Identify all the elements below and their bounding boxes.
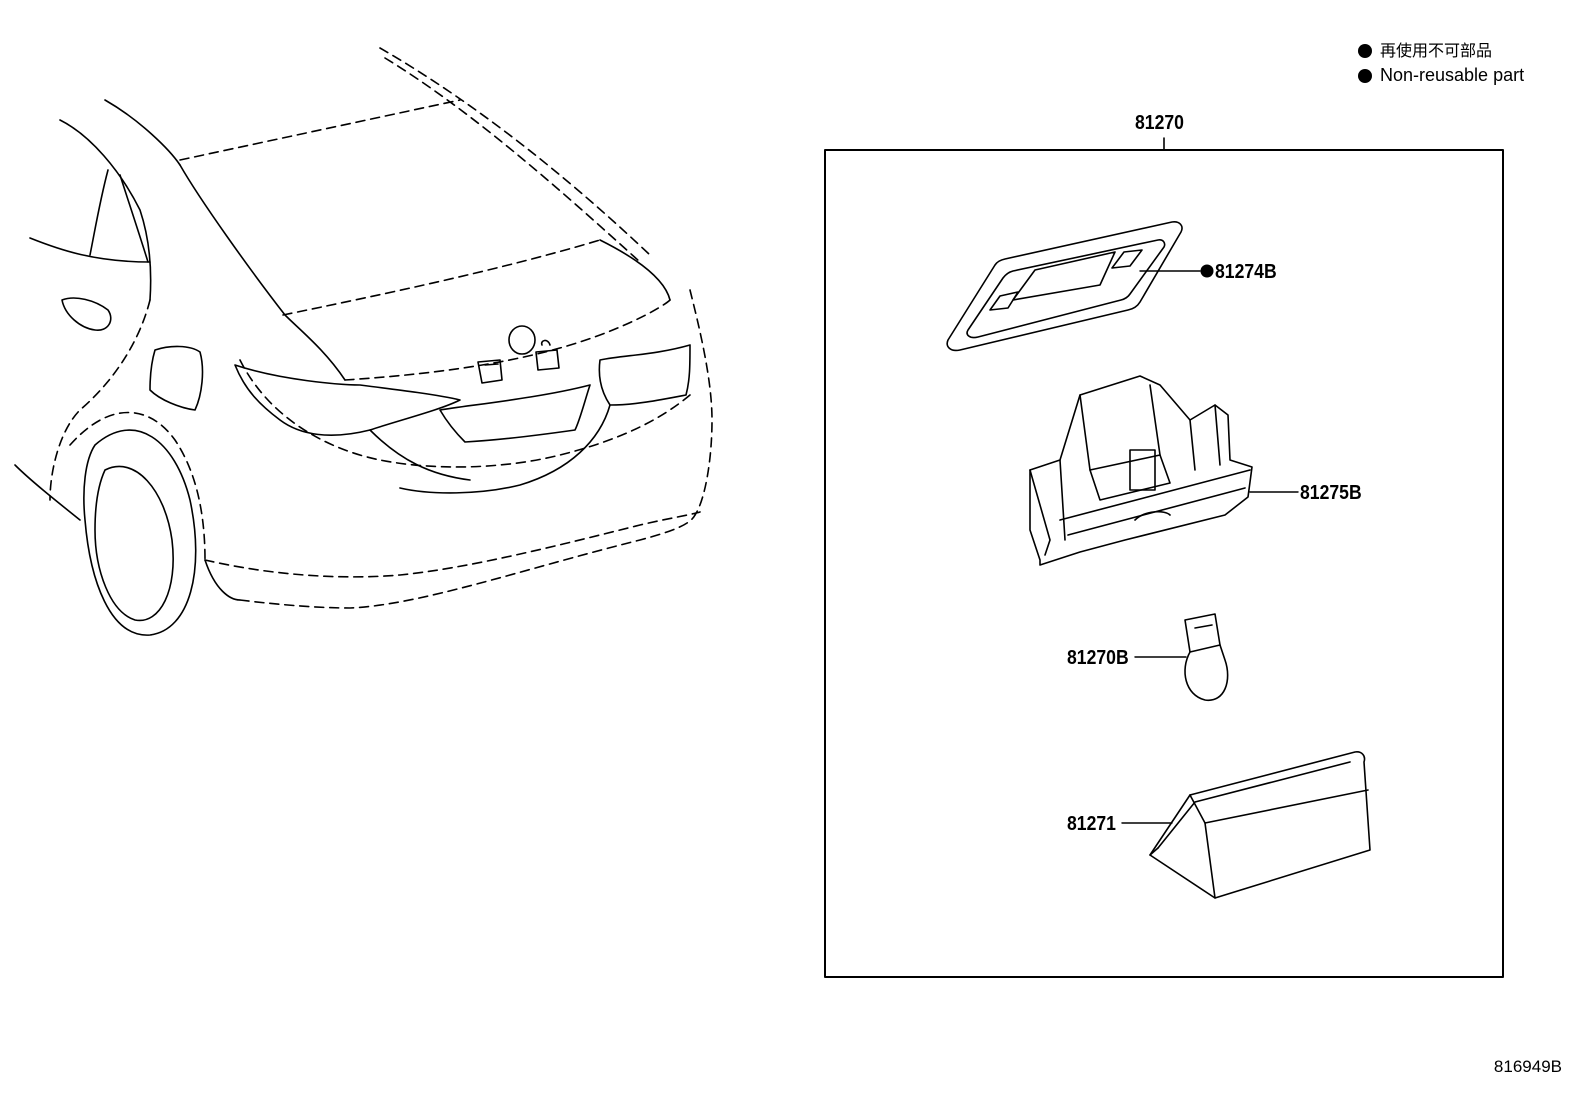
car-illustration <box>14 47 713 636</box>
legend-label-en: Non-reusable part <box>1380 65 1525 85</box>
assembly-frame <box>824 149 1504 978</box>
gasket-part-drawing <box>946 221 1201 352</box>
non-reusable-dot-icon <box>1200 264 1214 278</box>
legend-row-en: Non-reusable part <box>1358 63 1524 88</box>
filled-circle-icon <box>1358 43 1372 58</box>
lens-part-drawing <box>1121 751 1371 899</box>
filled-circle-icon <box>1358 68 1372 83</box>
bulb-part-drawing <box>1134 613 1229 701</box>
socket-part-drawing <box>1029 375 1299 566</box>
part-number-socket: 81275B <box>1300 482 1362 504</box>
legend-row-ja: 再使用不可部品 <box>1358 38 1524 63</box>
part-number-bulb: 81270B <box>1067 647 1129 669</box>
assembly-part-number: 81270 <box>1135 112 1184 134</box>
legend: 再使用不可部品 Non-reusable part <box>1358 38 1524 88</box>
part-number-lens: 81271 <box>1067 813 1116 835</box>
drawing-code: 816949B <box>1493 1057 1562 1076</box>
part-number-gasket: 81274B <box>1215 261 1277 283</box>
legend-label-ja: 再使用不可部品 <box>1380 41 1493 60</box>
